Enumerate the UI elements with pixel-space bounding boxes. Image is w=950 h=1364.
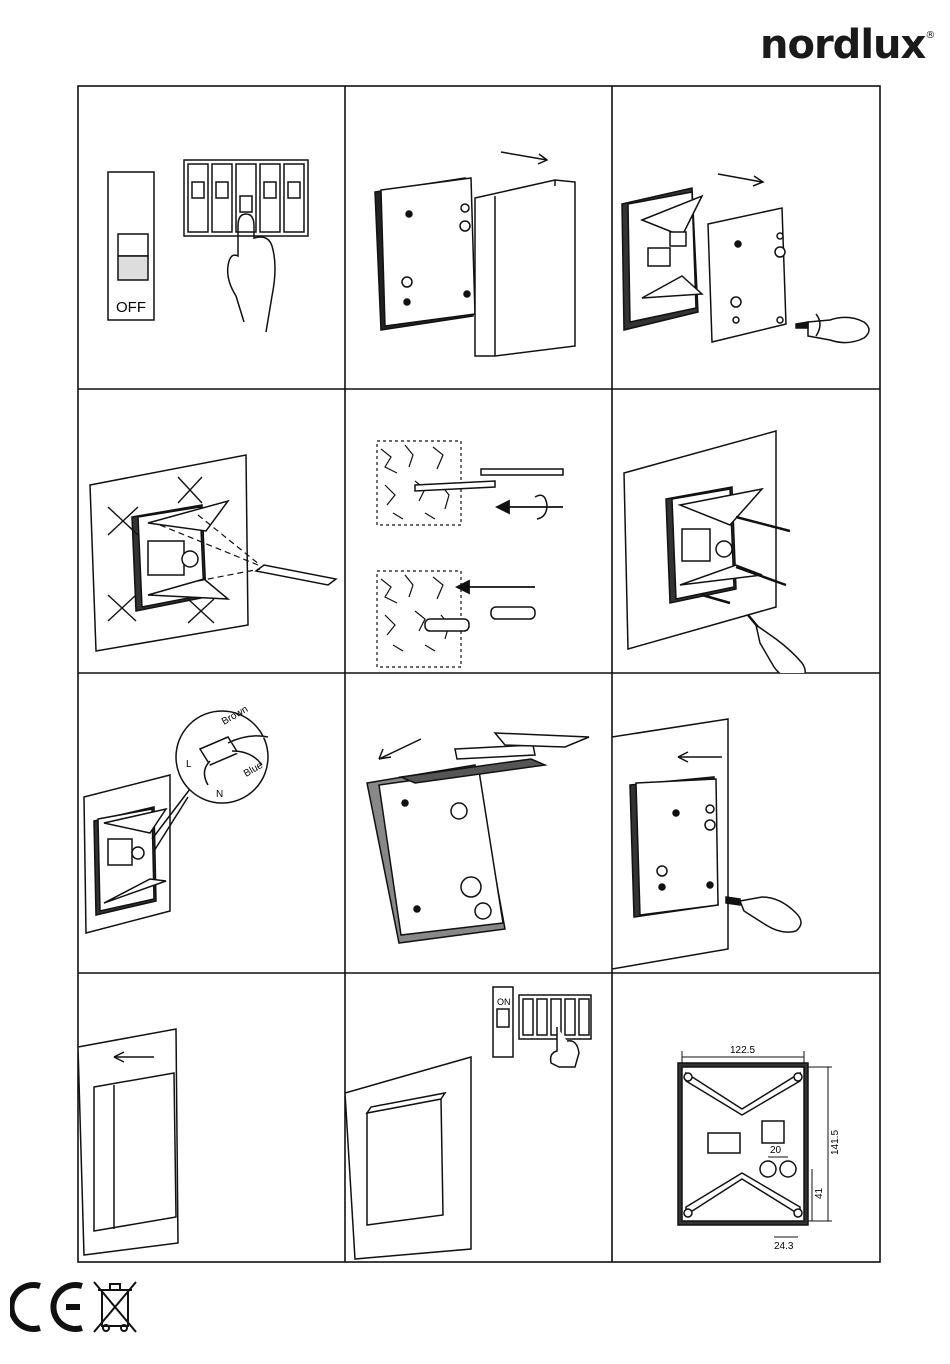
weee-bin-icon (94, 1282, 136, 1332)
switch-on-label: ON (497, 997, 511, 1007)
dim-width: 122.5 (730, 1045, 755, 1056)
dim-offset-x: 20 (770, 1145, 782, 1156)
certification-marks (10, 1276, 150, 1336)
step-6-fix-to-wall (612, 389, 880, 673)
step-12-dimensions: 122.5 141.5 20 41 24.3 (612, 973, 880, 1262)
switch-off-label: OFF (116, 299, 146, 316)
dim-height: 141.5 (830, 1130, 841, 1155)
step-1-switch-off: OFF (78, 86, 345, 389)
dim-hole-spacing: 24.3 (774, 1241, 794, 1252)
step-7-wiring: Brown Blue L N (78, 673, 345, 973)
step-9-screw-cover (612, 673, 880, 973)
step-10-slide-cover (78, 973, 345, 1262)
terminal-l-label: L (186, 759, 192, 770)
step-4-mark-holes (78, 389, 345, 673)
step-8-mount-box (345, 673, 612, 973)
ce-mark-icon (11, 1285, 82, 1329)
step-5-drill-plugs (345, 389, 612, 673)
terminal-n-label: N (216, 789, 223, 800)
step-3-unscrew-box (612, 86, 880, 389)
step-2-remove-cover (345, 86, 612, 389)
step-11-switch-on: ON (345, 973, 612, 1262)
dim-offset-y: 41 (814, 1187, 825, 1199)
